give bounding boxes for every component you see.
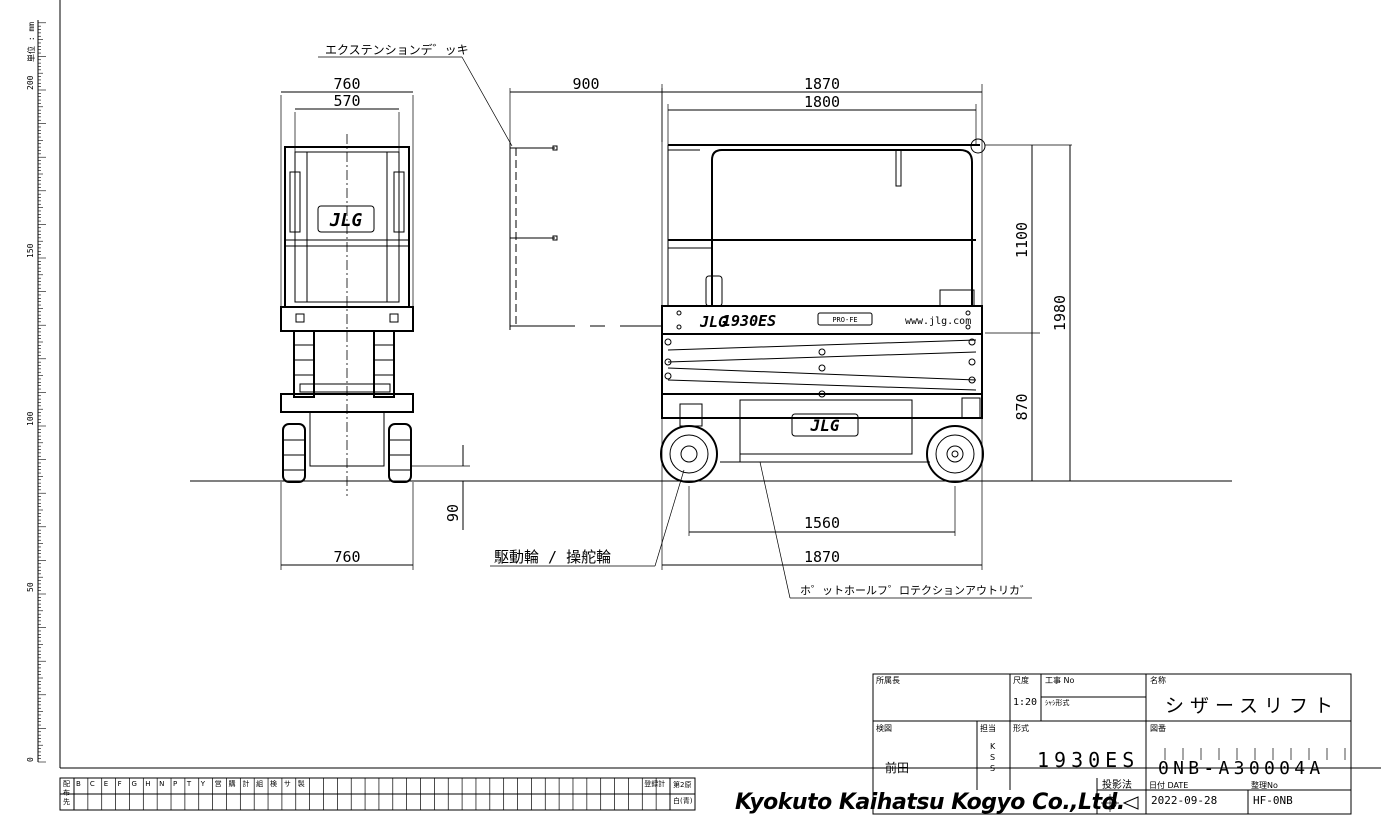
tb-ref-label: 整理No	[1251, 781, 1278, 790]
dim-wheelbase: 1560	[804, 514, 840, 532]
tb-date-label: 日付 DATE	[1149, 781, 1189, 790]
dim-extension: 900	[572, 75, 599, 93]
dist-col-label: P	[173, 780, 178, 788]
tb-name-value: シザースリフト	[1165, 695, 1340, 717]
tb-model-label: 形式	[1013, 724, 1029, 733]
svg-text:PRO-FE: PRO-FE	[832, 316, 857, 324]
tb-drawing-no-label: 図番	[1150, 724, 1166, 733]
tb-scale-label: 尺度	[1013, 676, 1029, 685]
dist-col-label: E	[103, 780, 109, 788]
dim-platform-length: 1800	[804, 93, 840, 111]
dist-col-label: 購	[228, 780, 236, 788]
dist-col-label: 計	[242, 780, 250, 788]
side-view: JLG PRO-FE JLG	[490, 84, 1072, 599]
dim-front-width-bottom: 760	[333, 548, 360, 566]
callout-drive-steer-wheel: 駆動輪 / 操舵輪	[494, 548, 611, 566]
dim-stowed-height: 1980	[1051, 295, 1069, 331]
dist-col-label: G	[131, 780, 137, 788]
distribution-grid	[59, 777, 696, 811]
scale-ruler	[37, 20, 46, 763]
tb-drawing-no-value: 0NB-A30004A	[1158, 758, 1325, 779]
callout-extension-deck: エクステンションデ゛ッキ	[325, 42, 469, 57]
callout-pothole-protection: ホ゜ットホールフ゜ロテクションアウトリカ゛	[800, 584, 1031, 597]
tb-ref-value: HF-0NB	[1253, 794, 1293, 807]
dist-col-label: T	[186, 780, 192, 788]
side-model-label: 1930ES	[722, 312, 776, 330]
dist-col-label: F	[117, 780, 122, 788]
dist-col-label: 登録	[644, 780, 659, 788]
ruler-mark-100: 100	[26, 411, 35, 426]
dist-col-label: H	[145, 780, 151, 788]
ruler-mark-200: 200	[26, 75, 35, 90]
dist-col-label: 組	[256, 780, 264, 788]
dim-guardrail-height: 1100	[1013, 222, 1031, 258]
dist-col-label: B	[76, 780, 81, 788]
tb-job-no-label: 工事 No	[1045, 676, 1075, 685]
sheet-frame	[59, 0, 1381, 769]
company-name: Kyokuto Kaihatsu Kogyo Co.,Ltd.	[735, 790, 1125, 815]
dim-overall-length-bottom: 1870	[804, 548, 840, 566]
side-website-label: www.jlg.com	[905, 316, 971, 327]
dist-col-label: サ	[283, 780, 291, 788]
ruler-mark-50: 50	[26, 582, 35, 592]
ruler-mark-150: 150	[26, 243, 35, 258]
ruler-mark-0: 0	[26, 757, 35, 762]
dist-col-label: N	[159, 780, 165, 788]
dim-overall-length: 1870	[804, 75, 840, 93]
tb-vehicle-type-label: ｼｬｼ形式	[1045, 699, 1070, 707]
front-view: JLG	[280, 91, 470, 570]
dist-label: 配布先	[63, 780, 70, 806]
dim-ground-clearance: 90	[444, 504, 462, 522]
tb-charge-label: 担当	[980, 724, 996, 733]
dim-platform-height: 870	[1013, 393, 1031, 420]
dist-sheet-sub: 白(青)	[673, 797, 693, 805]
tb-date-value: 2022-09-28	[1151, 794, 1218, 807]
svg-text:JLG: JLG	[810, 416, 840, 435]
svg-text:JLG: JLG	[699, 313, 727, 331]
dist-sheet-no: 第2原	[673, 781, 692, 789]
tb-checked-label: 検図	[876, 724, 892, 733]
front-jlg-logo: JLG	[317, 205, 375, 233]
extension-deck-outline	[318, 56, 663, 330]
dist-col-label: 営	[214, 780, 222, 788]
tb-projection-label: 投影法	[1102, 780, 1132, 791]
dim-front-width-inner: 570	[333, 92, 360, 110]
dist-col-label: 検	[270, 780, 278, 788]
svg-text:JLG: JLG	[329, 210, 363, 231]
tb-model-value: 1930ES	[1037, 748, 1140, 772]
tb-name-label: 名称	[1150, 676, 1166, 685]
dist-col-label: C	[89, 780, 95, 788]
title-block-grid	[872, 673, 1352, 815]
dist-col-label: 計	[658, 780, 666, 788]
ruler-unit-label: 単位 : mm	[26, 22, 36, 62]
tb-dept-head-label: 所属長	[876, 676, 900, 685]
dim-front-width-outer: 760	[333, 75, 360, 93]
tb-charge-value: KSS	[990, 742, 996, 773]
dist-col-label: Y	[200, 780, 206, 788]
dist-col-label: 製	[297, 780, 305, 788]
tb-scale-value: 1:20	[1013, 697, 1038, 708]
tb-checked-value: 前田	[885, 761, 910, 775]
